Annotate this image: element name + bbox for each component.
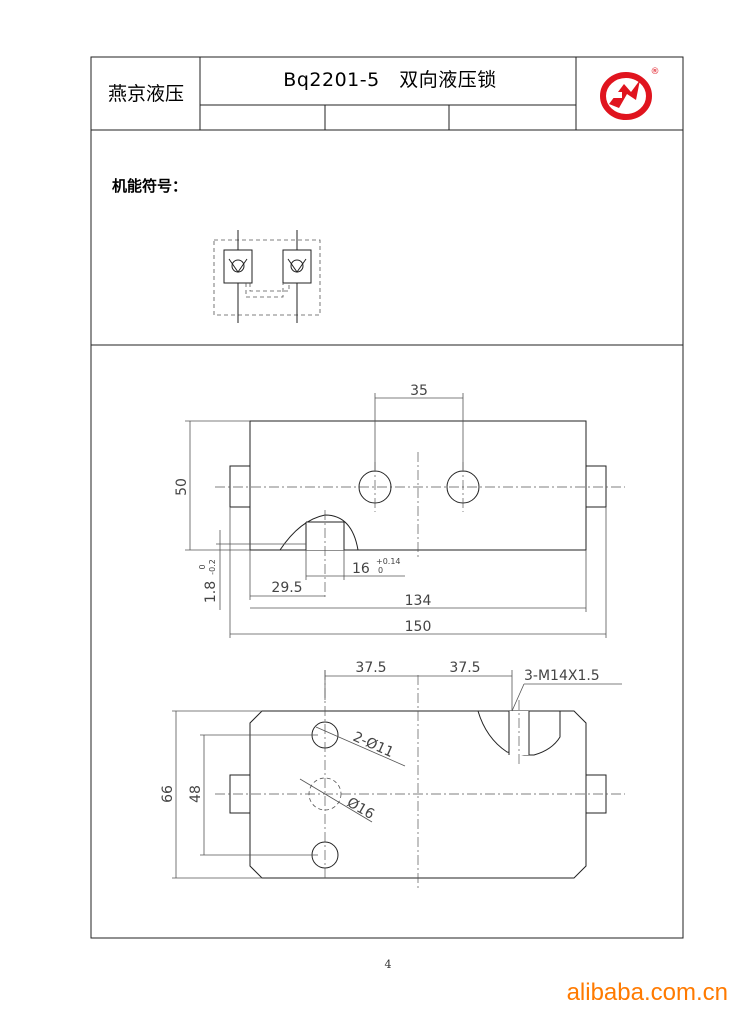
dim-hole-spacing: 35 [410,383,428,399]
bore-label: Ø16 [344,795,377,823]
product-title: Bq2201-5 双向液压锁 [283,69,496,91]
hydraulic-symbol [213,230,321,323]
top-view [215,670,625,890]
dim-bore-tol-lower: 0 [378,566,383,575]
thread-label: 3-M14X1.5 [524,668,600,684]
title-block: 燕京液压 Bq2201-5 双向液压锁 [91,57,683,131]
sheet-border [90,56,684,939]
company-name: 燕京液压 [108,83,184,105]
symbol-label: 机能符号： [112,177,187,195]
top-dimensions: 37.5 37.5 3-M14X1.5 2-Ø11 Ø16 66 48 [160,660,622,879]
dim-bore-tol-upper: +0.14 [376,557,401,566]
dim-height: 50 [174,478,190,496]
registered-mark: ® [651,67,660,77]
watermark: alibaba.com.cn [567,979,728,1006]
dim-offset: 29.5 [271,580,302,596]
dim-depth-tol-lower: -0.2 [208,559,217,575]
front-view [215,420,625,600]
dim-width-outer: 66 [160,785,176,803]
dim-width-inner: 48 [188,785,204,803]
dim-depth: 1.8 [203,581,219,603]
dim-total-length: 150 [405,619,432,635]
company-logo-icon: ® [600,67,660,120]
hole-label: 2-Ø11 [350,729,396,761]
dim-left: 37.5 [355,660,386,676]
dim-right: 37.5 [449,660,480,676]
dim-bore: 16 [352,561,370,577]
dim-depth-tol-upper: 0 [198,564,207,569]
dim-body-length: 134 [405,593,432,609]
page-number: 4 [385,958,392,971]
front-dimensions: 35 50 1.8 0 -0.2 16 +0.14 0 29.5 134 150 [174,383,607,638]
